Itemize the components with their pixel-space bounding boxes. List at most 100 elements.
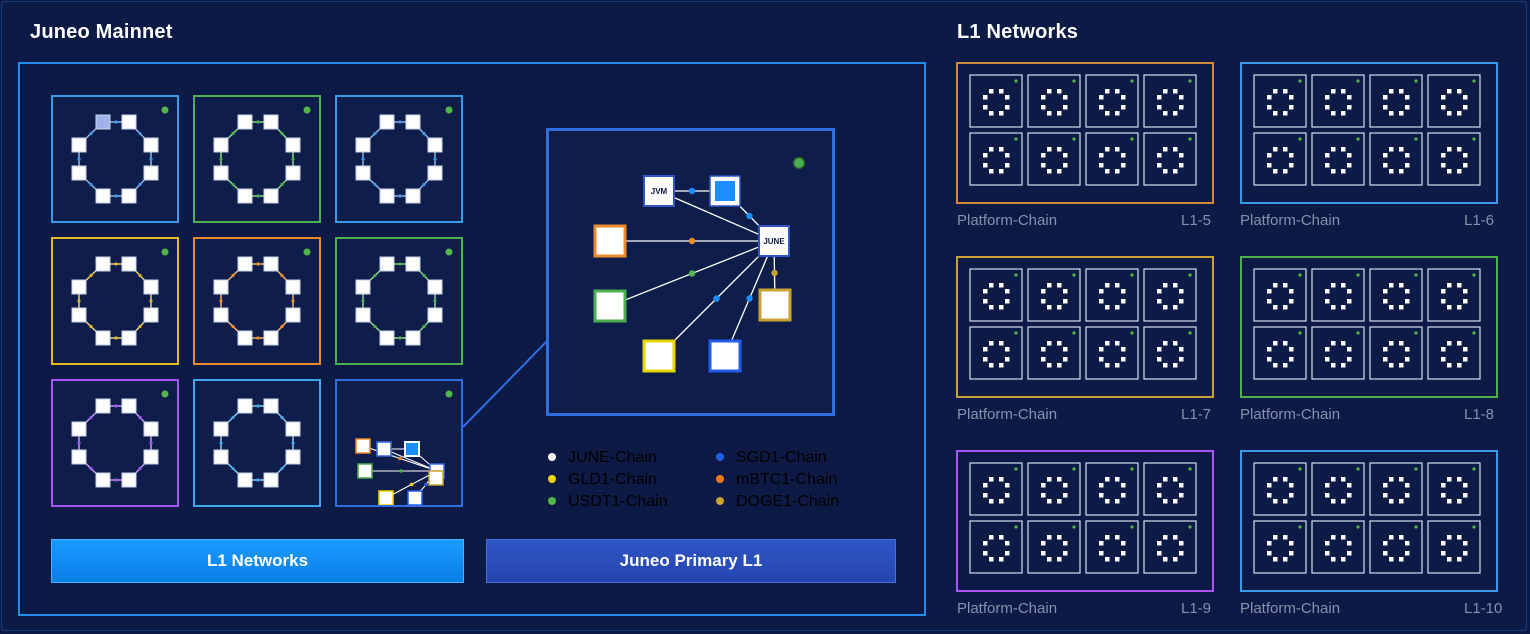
chain-node — [593, 289, 627, 323]
l1-network-l1-9[interactable] — [956, 450, 1214, 592]
status-dot — [303, 106, 311, 114]
jvm-label: JVM — [651, 187, 668, 196]
l1-subnet-cell — [1369, 520, 1423, 574]
validator-node — [213, 449, 229, 465]
l1-networks-button[interactable]: L1 Networks — [51, 539, 464, 583]
status-dot — [161, 390, 169, 398]
mainnet-panel — [18, 62, 926, 616]
validator-node — [263, 330, 279, 346]
validator-node — [121, 114, 137, 130]
validator-node — [285, 165, 301, 181]
subnet-graph — [71, 248, 169, 346]
l1-network-l1-6[interactable] — [1240, 62, 1498, 204]
platform-chain-label: Platform-Chain — [1240, 406, 1341, 423]
validator-node — [121, 256, 137, 272]
l1-subnet-cell — [1369, 74, 1423, 128]
validator-node — [263, 114, 279, 130]
legend-label: mBTC1-Chain — [736, 471, 838, 488]
validator-node — [237, 188, 253, 204]
l1-subnet-cell — [1427, 268, 1481, 322]
l1-subnet-cell — [1085, 268, 1139, 322]
status-dot — [792, 156, 806, 170]
l1-subnet-cell — [969, 520, 1023, 574]
legend-dot-icon — [548, 496, 556, 505]
validator-node — [213, 279, 229, 295]
subnet-tile-2[interactable] — [193, 95, 321, 223]
l1-id-label: L1-10 — [1464, 600, 1503, 617]
l1-subnet-cell — [1143, 268, 1197, 322]
legend-item: mBTC1-Chain — [716, 471, 837, 489]
l1-subnet-cell — [1253, 74, 1307, 128]
l1-subnet-cell — [1143, 132, 1197, 186]
l1-network-l1-7[interactable] — [956, 256, 1214, 398]
l1-subnet-cell — [1027, 462, 1081, 516]
l1-subnet-cell — [969, 462, 1023, 516]
l1-subnet-cell — [1027, 326, 1081, 380]
subnet-tile-4[interactable] — [51, 237, 179, 365]
subnet-graph — [355, 106, 453, 204]
legend-label: DOGE1-Chain — [736, 493, 840, 510]
jvm-node — [643, 175, 675, 207]
validator-node — [285, 137, 301, 153]
validator-node — [71, 421, 87, 437]
validator-node — [427, 165, 443, 181]
subnet-tile-3[interactable] — [335, 95, 463, 223]
validator-node — [285, 449, 301, 465]
legend-dot-icon — [548, 474, 556, 483]
subnet-tile-6[interactable] — [335, 237, 463, 365]
l1-subnet-cell — [1253, 462, 1307, 516]
subnet-graph — [213, 248, 311, 346]
validator-node — [121, 188, 137, 204]
validator-node — [263, 188, 279, 204]
validator-node — [213, 137, 229, 153]
platform-chain-label: Platform-Chain — [1240, 600, 1341, 617]
legend-item: JUNE-Chain — [548, 449, 657, 467]
subnet-graph — [355, 390, 453, 505]
subnet-graph — [213, 398, 301, 488]
subnet-graph — [71, 106, 169, 204]
juneo-primary-l1-button[interactable]: Juneo Primary L1 — [486, 539, 896, 583]
validator-node — [237, 398, 253, 414]
l1-id-label: L1-7 — [1181, 406, 1212, 423]
l1-subnet-cell — [1311, 74, 1365, 128]
l1-id-label: L1-8 — [1464, 406, 1495, 423]
validator-node — [213, 307, 229, 323]
validator-node — [143, 421, 159, 437]
subnet-tile-8[interactable] — [193, 379, 321, 507]
l1-subnet-cell — [1143, 74, 1197, 128]
l1-subnet-cell — [1143, 520, 1197, 574]
l1-id-label: L1-5 — [1181, 212, 1212, 229]
subnet-tile-5[interactable] — [193, 237, 321, 365]
l1-subnet-cell — [1311, 326, 1365, 380]
l1-subnet-grid — [969, 74, 1197, 186]
legend-item: GLD1-Chain — [548, 471, 657, 489]
l1-subnet-cell — [1427, 462, 1481, 516]
l1-subnet-cell — [1427, 520, 1481, 574]
l1-subnet-cell — [1427, 74, 1481, 128]
subnet-graph — [213, 106, 311, 204]
legend-dot-icon — [716, 496, 724, 505]
l1-network-l1-5[interactable] — [956, 62, 1214, 204]
legend-item: SGD1-Chain — [716, 449, 827, 467]
validator-node — [427, 279, 443, 295]
subnet-tile-9[interactable] — [335, 379, 463, 507]
validator-node — [379, 114, 395, 130]
platform-chain-label: Platform-Chain — [957, 600, 1058, 617]
june-node — [758, 225, 790, 257]
mainnet-title: Juneo Mainnet — [30, 21, 173, 43]
l1-subnet-grid — [969, 268, 1197, 380]
l1-network-l1-10[interactable] — [1240, 450, 1498, 592]
l1-subnet-cell — [1027, 132, 1081, 186]
subnet-tile-1[interactable] — [51, 95, 179, 223]
chain-node — [642, 339, 676, 373]
validator-node — [143, 279, 159, 295]
status-dot — [161, 106, 169, 114]
subnet-tile-7[interactable] — [51, 379, 179, 507]
l1-network-l1-8[interactable] — [1240, 256, 1498, 398]
l1-subnet-cell — [1253, 326, 1307, 380]
legend-item: USDT1-Chain — [548, 493, 668, 511]
platform-chain-label: Platform-Chain — [1240, 212, 1341, 229]
